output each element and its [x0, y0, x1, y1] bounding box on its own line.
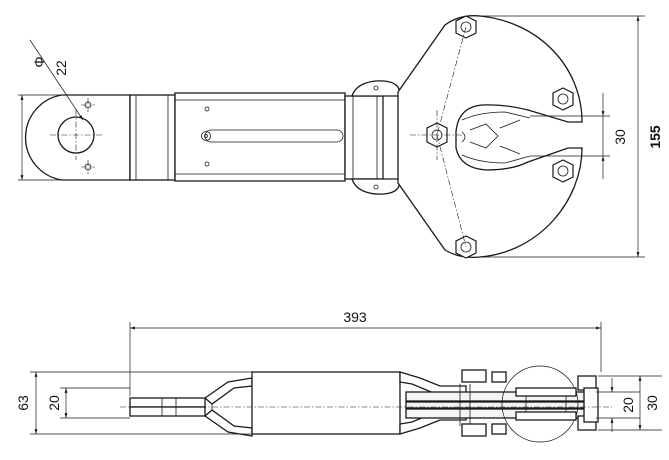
- main-body: [174, 92, 346, 182]
- shank-collar: [129, 94, 176, 181]
- detail-circle: [501, 365, 579, 443]
- slot-bolt: [201, 131, 211, 141]
- upper-ear: [351, 80, 400, 97]
- side-view: [30, 322, 662, 443]
- lower-ear: [351, 178, 400, 195]
- top-view: [18, 15, 645, 259]
- bolt-head-bottom: [461, 423, 487, 437]
- nut-right: [552, 87, 574, 111]
- lower-link: [203, 409, 253, 437]
- nut-right-lower: [552, 159, 574, 183]
- dim-head-inner-width: 20: [620, 397, 636, 413]
- dim-overall-length: 393: [343, 309, 367, 325]
- grip-plate-lower: [129, 406, 206, 417]
- dim-overall-height: 155: [647, 125, 663, 149]
- bolt-head-top: [461, 369, 487, 383]
- dim-side-height: 63: [15, 395, 31, 411]
- dim-head-outer-width: 30: [644, 395, 660, 411]
- upper-link: [203, 377, 253, 405]
- dim-phi-symbol: Φ: [31, 56, 47, 67]
- right-upper-link: [399, 371, 467, 395]
- body-bolt-bottom: [204, 161, 210, 167]
- jaw-head: [397, 15, 583, 258]
- grip-plate-upper: [129, 397, 206, 408]
- dim-jaw-opening: 30: [612, 129, 628, 145]
- adjust-slot: [204, 129, 344, 143]
- side-body: [251, 371, 401, 435]
- body-bolt-top: [204, 106, 210, 112]
- dim-phi-value: 22: [53, 60, 69, 76]
- dim-grip-width: 20: [46, 395, 62, 411]
